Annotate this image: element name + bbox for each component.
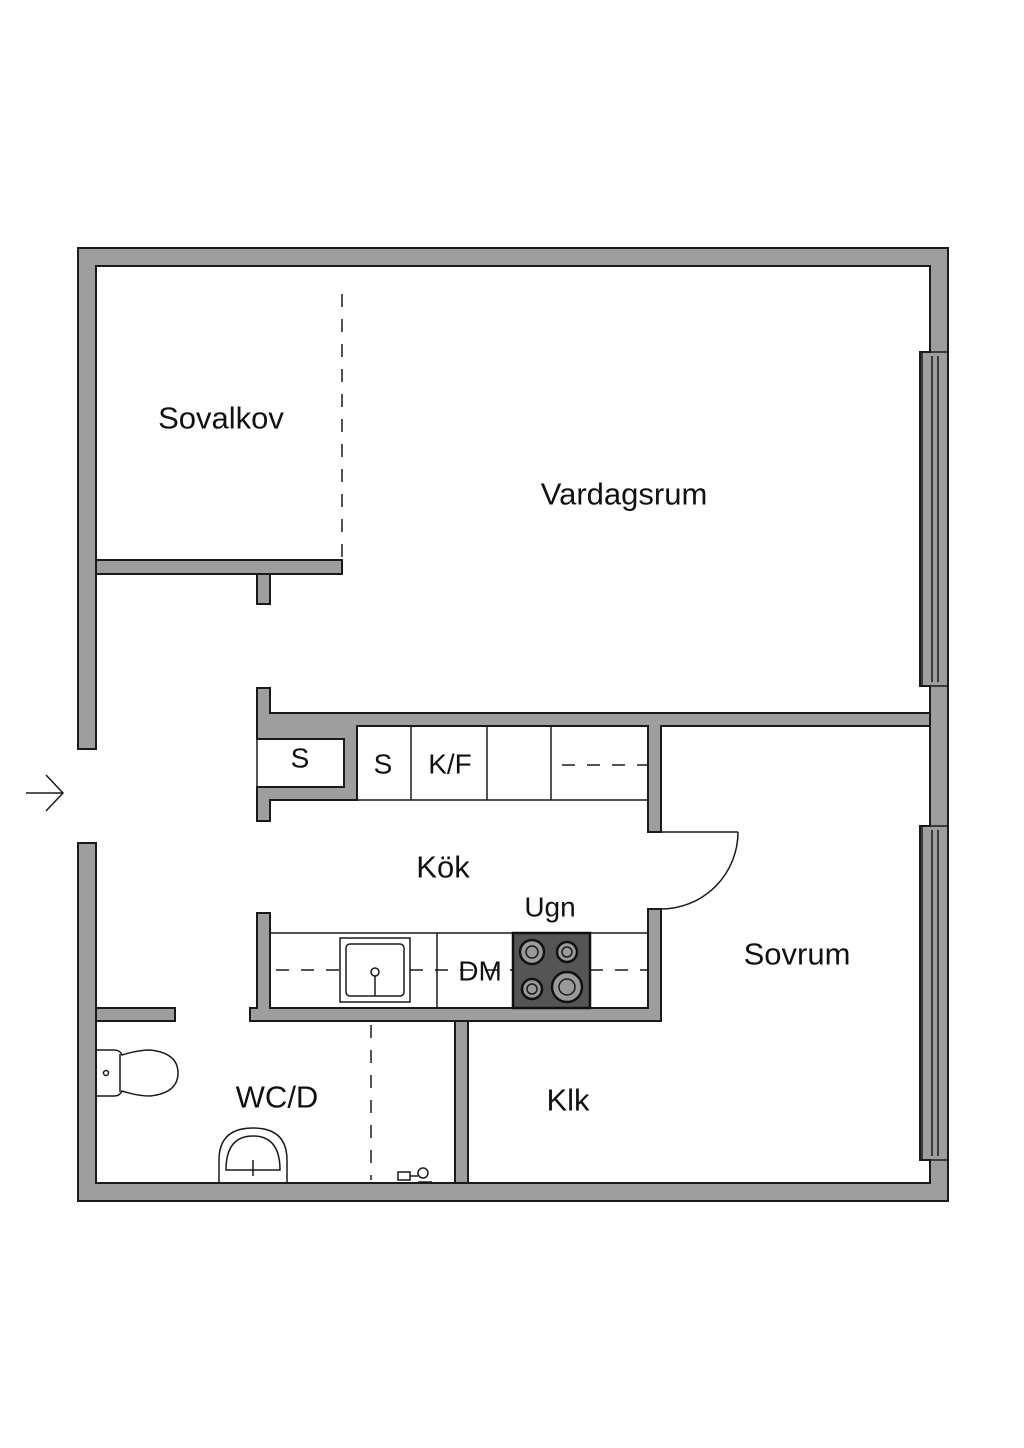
entrance-arrow-icon [26, 774, 65, 812]
washer-connection-icon [397, 1167, 432, 1183]
kitchen-sink-icon [339, 937, 411, 1003]
window-living [921, 351, 949, 687]
wall-sovalkov [95, 559, 343, 575]
room-label-sovrum: Sovrum [744, 937, 851, 972]
wall-kitchen-top [256, 687, 931, 833]
wall-kitchen-bottom [249, 908, 662, 1022]
room-label-kok: Kök [416, 850, 470, 885]
wall-stub-hall [256, 573, 271, 605]
dishwasher-label: DM [458, 956, 502, 987]
room-label-vardagsrum: Vardagsrum [541, 477, 708, 512]
oven-label: Ugn [524, 892, 575, 923]
room-label-klk: Klk [546, 1083, 590, 1118]
room-label-wc: WC/D [236, 1080, 319, 1115]
toilet-icon [95, 1049, 179, 1097]
fridge-freezer-label: K/F [428, 749, 472, 780]
washbasin-icon [218, 1127, 288, 1183]
interior-walls [95, 559, 931, 1184]
kitchen-cabinet-label: S [374, 749, 393, 780]
outer-walls [77, 247, 949, 1202]
wall-wc-klk [454, 1020, 469, 1184]
wall-wc-top [95, 1007, 176, 1022]
bedroom-door[interactable] [660, 831, 739, 910]
kitchen-upper-cabinets [357, 726, 648, 801]
hall-wardrobe [256, 738, 345, 788]
hall-wardrobe-label: S [291, 743, 310, 774]
room-label-sovalkov: Sovalkov [158, 401, 284, 436]
hob-icon [511, 931, 592, 1010]
window-bedroom [921, 825, 949, 1161]
